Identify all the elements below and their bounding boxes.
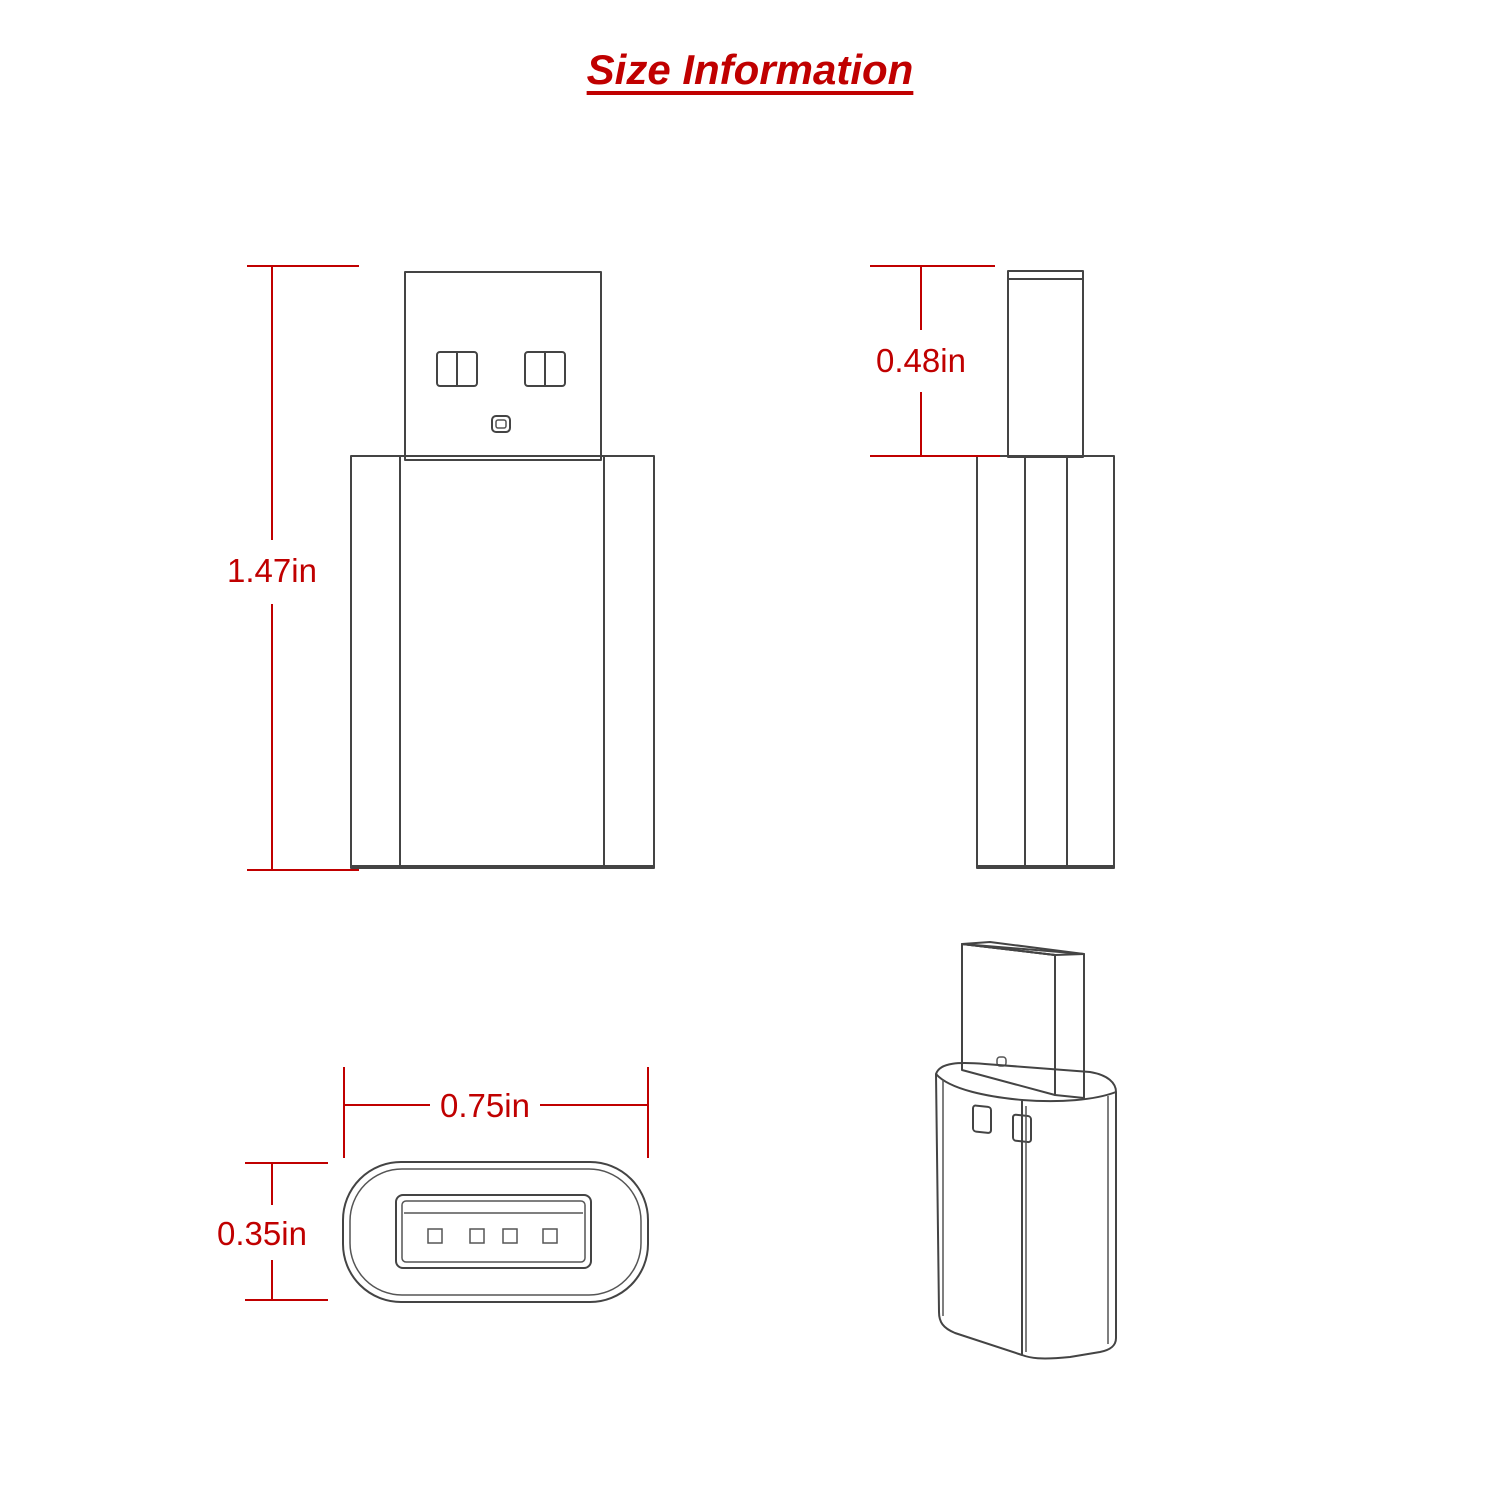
dimension-width: 0.75in: [343, 1067, 649, 1158]
usb-port-opening: [395, 1194, 592, 1269]
front-view: [350, 271, 655, 869]
thickness-label: 0.35in: [217, 1215, 307, 1252]
width-label: 0.75in: [440, 1087, 530, 1124]
page-title: Size Information: [586, 46, 914, 93]
adapter-body-front: [350, 455, 655, 869]
perspective-view: [935, 941, 1117, 1360]
port-pin-1: [427, 1228, 443, 1244]
port-pin-3: [502, 1228, 518, 1244]
adapter-body-perspective: [935, 1062, 1117, 1360]
plug-length-label: 0.48in: [876, 342, 966, 379]
side-view: [976, 270, 1115, 869]
end-view: [342, 1161, 649, 1303]
total-length-label: 1.47in: [227, 552, 317, 589]
usb-plug-side: [1007, 270, 1084, 458]
port-pin-4: [542, 1228, 558, 1244]
port-pin-2: [469, 1228, 485, 1244]
adapter-end-outline: [342, 1161, 649, 1303]
dimension-thickness: 0.35in: [217, 1162, 328, 1301]
dimension-total-length: 1.47in: [227, 265, 359, 871]
usb-plug-front-face: [961, 943, 1056, 1096]
usb-plug-front: [404, 271, 602, 461]
adapter-body-side: [976, 455, 1115, 869]
perspective-hole-left: [972, 1104, 992, 1134]
plug-led-dot: [491, 415, 511, 433]
dimension-plug-length: 0.48in: [870, 265, 1000, 457]
